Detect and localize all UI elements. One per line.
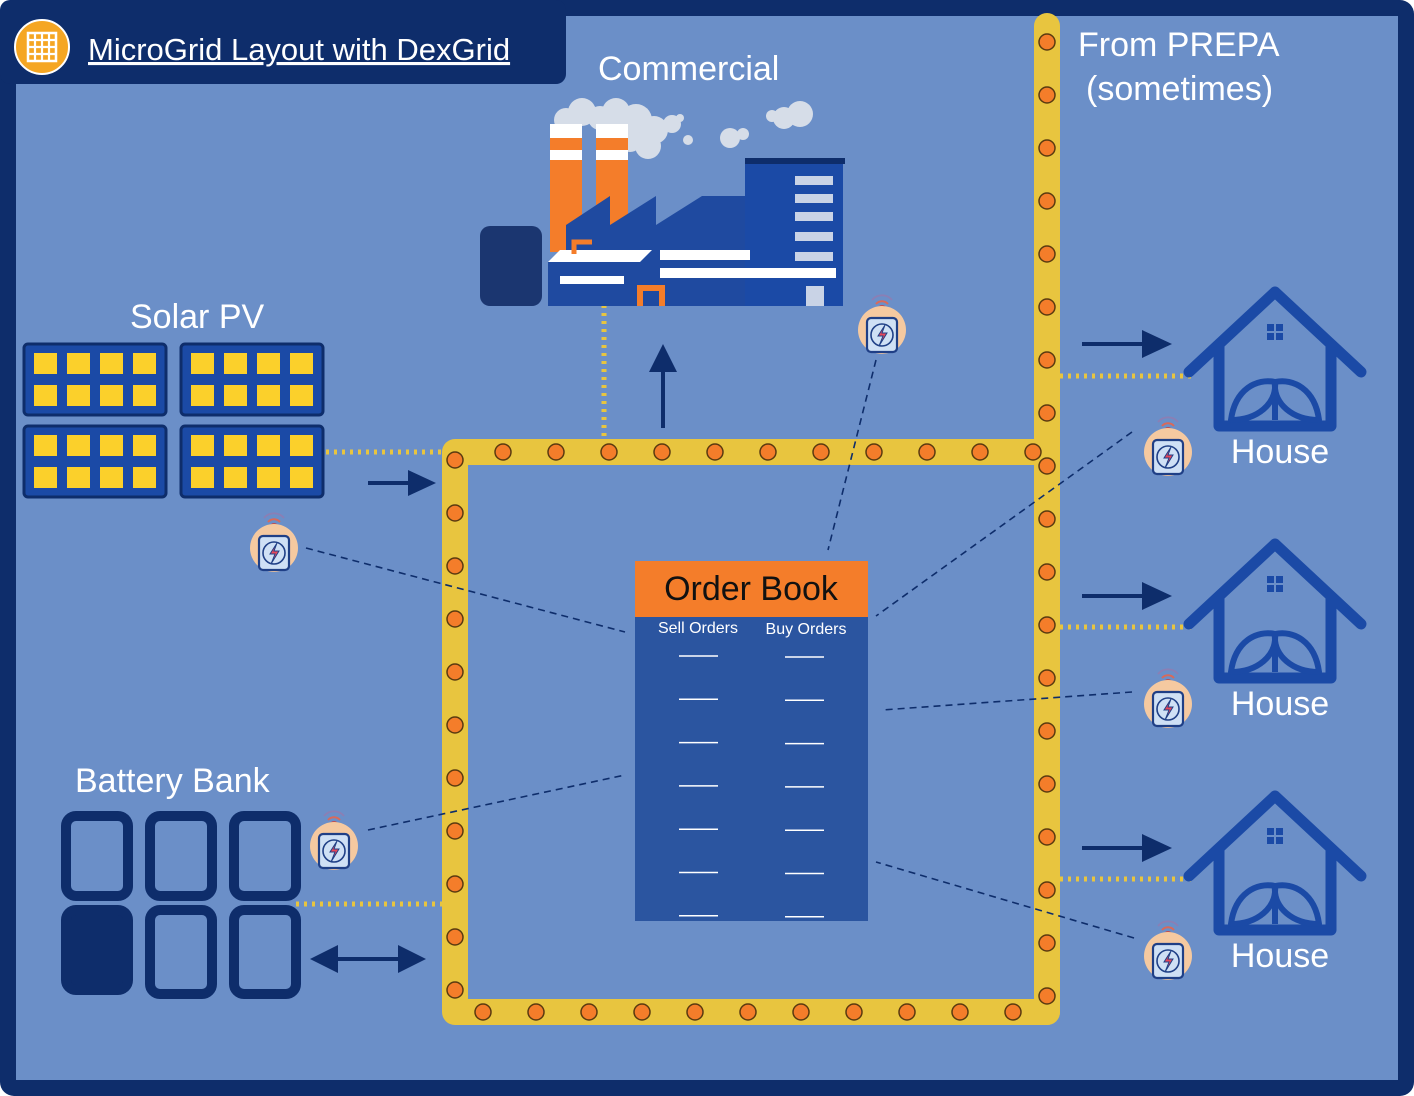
bus-node (792, 1003, 810, 1021)
bus-node (446, 769, 464, 787)
bus-node (865, 443, 883, 461)
meter-connectors (305, 359, 1135, 939)
bus-node (706, 443, 724, 461)
battery-bank (61, 811, 301, 999)
bus-node (1004, 1003, 1022, 1021)
bus-node (1038, 616, 1056, 634)
prepa-label-line1: From PREPA (1078, 26, 1280, 64)
bus-node (1038, 510, 1056, 528)
bus-node (845, 1003, 863, 1021)
bus-node (686, 1003, 704, 1021)
arrow-icon (368, 470, 436, 496)
battery-icon (145, 905, 217, 999)
sell-orders-header: Sell Orders (658, 620, 738, 637)
bus-node (1038, 881, 1056, 899)
bus-node (494, 443, 512, 461)
bus-node (446, 822, 464, 840)
battery-icon (61, 905, 133, 995)
bus-node (446, 663, 464, 681)
grid-icon (14, 19, 70, 75)
battery-label: Battery Bank (75, 762, 271, 800)
house-label: House (1231, 937, 1329, 975)
bus-node (1038, 33, 1056, 51)
bus-node (1038, 139, 1056, 157)
bus-node (739, 1003, 757, 1021)
solar-panel-icon (179, 342, 325, 417)
bus-node (446, 451, 464, 469)
bus-node (1038, 192, 1056, 210)
bus-node (1038, 351, 1056, 369)
page-title: MicroGrid Layout with DexGrid (88, 32, 510, 67)
prepa-label-line2: (sometimes) (1086, 70, 1273, 108)
factory-icon (480, 98, 845, 306)
commercial-label: Commercial (598, 50, 779, 88)
flow-arrows (310, 330, 1172, 973)
bus-node (446, 504, 464, 522)
bus-node (1038, 86, 1056, 104)
arrow-icon (1082, 330, 1172, 358)
bus-node (527, 1003, 545, 1021)
bus-node (1038, 987, 1056, 1005)
bus-node (1038, 828, 1056, 846)
bus-node (1038, 563, 1056, 581)
solar-label: Solar PV (130, 298, 264, 336)
bus-node (446, 610, 464, 628)
order-book: Order Book Sell Orders Buy Orders (635, 561, 868, 921)
battery-icon (145, 811, 217, 901)
bus-node (971, 443, 989, 461)
bus-node (446, 928, 464, 946)
bus-node (446, 716, 464, 734)
bus-node (1038, 722, 1056, 740)
bus-node (600, 443, 618, 461)
bus-node (446, 557, 464, 575)
bus-node (759, 443, 777, 461)
bus-node (633, 1003, 651, 1021)
bus-node (1038, 457, 1056, 475)
bus-node (1038, 669, 1056, 687)
bus-node (1038, 775, 1056, 793)
bus-node (1024, 443, 1042, 461)
bus-node (446, 981, 464, 999)
arrow-icon (310, 945, 426, 973)
solar-panel-icon (22, 424, 168, 499)
bus-node (547, 443, 565, 461)
house-label: House (1231, 433, 1329, 471)
bus-node (653, 443, 671, 461)
bus-node (474, 1003, 492, 1021)
bus-node (1038, 934, 1056, 952)
bus-node (1038, 298, 1056, 316)
bus-nodes (446, 33, 1056, 1021)
bus-node (918, 443, 936, 461)
bus-node (898, 1003, 916, 1021)
feeder-lines (296, 305, 1192, 907)
battery-icon (229, 905, 301, 999)
solar-panel-icon (179, 424, 325, 499)
battery-icon (229, 811, 301, 901)
solar-array (22, 342, 325, 499)
order-book-title: Order Book (664, 570, 839, 608)
bus-node (1038, 245, 1056, 263)
arrow-icon (1082, 582, 1172, 610)
buy-orders-header: Buy Orders (766, 621, 847, 638)
bus-node (580, 1003, 598, 1021)
bus-node (812, 443, 830, 461)
arrow-icon (649, 344, 677, 428)
order-rows (679, 655, 824, 918)
bus-node (446, 875, 464, 893)
arrow-icon (1082, 834, 1172, 862)
house-label: House (1231, 685, 1329, 723)
title-tab: MicroGrid Layout with DexGrid (0, 0, 566, 84)
battery-icon (61, 811, 133, 901)
bus-node (951, 1003, 969, 1021)
bus-node (1038, 404, 1056, 422)
solar-panel-icon (22, 342, 168, 417)
